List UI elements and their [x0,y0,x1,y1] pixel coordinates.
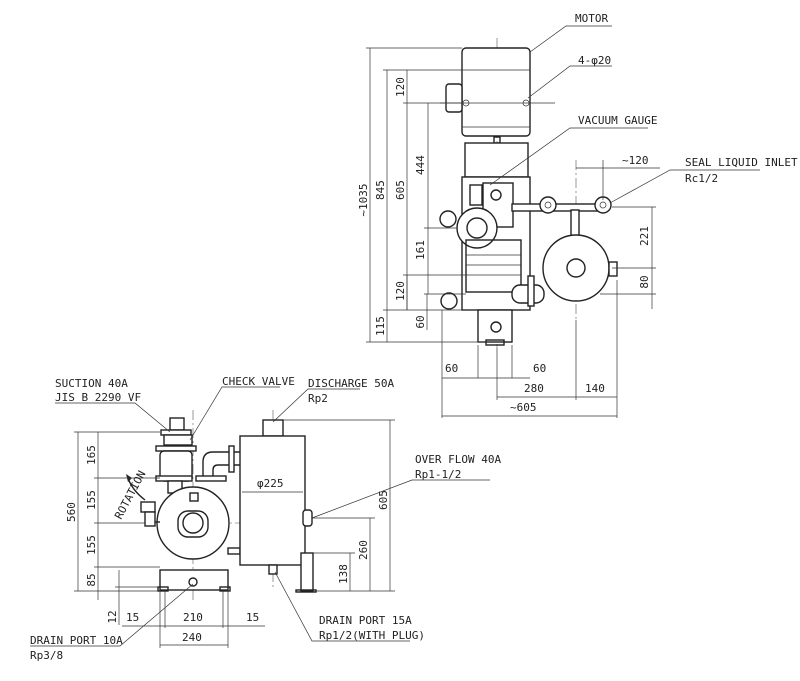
suction-flange [456,207,498,249]
dim-60-right: 60 [533,362,546,375]
suction-label: SUCTION 40A [55,377,128,390]
dim-140: 140 [585,382,605,395]
dim-240: 240 [182,631,202,644]
dim-210: 210 [183,611,203,624]
bolt-holes-label: 4-φ20 [578,54,611,67]
top-view: MOTOR 4-φ20 VACUUM GAUGE SEAL LIQUID INL… [357,12,800,418]
overflow-port [302,509,313,527]
motor-terminal-box [445,83,463,113]
overflow-label: OVER FLOW 40A [415,453,501,466]
suction-std-label: JIS B 2290 VF [55,391,141,404]
vacuum-gauge-label: VACUUM GAUGE [578,114,657,127]
separator-tank-top [542,234,610,302]
front-view: SUCTION 40A JIS B 2290 VF CHECK VALVE DI… [30,375,501,662]
seal-pipe [511,203,605,212]
seal-liquid-thread-label: Rc1/2 [685,172,718,185]
dim-80: 80 [638,275,651,288]
dim-diameter-225: φ225 [257,477,284,490]
top-view-dimensions: ~1035 845 605 444 161 120 120 115 60 221… [357,77,651,414]
tank-drain-plug [268,564,278,575]
motor-label: MOTOR [575,12,608,25]
dim-115: 115 [374,316,387,336]
tank-drain-thread-label: Rp1/2(WITH PLUG) [319,629,425,642]
separator-tank [239,435,306,566]
dim-155-lower: 155 [85,535,98,555]
dim-85: 85 [85,573,98,586]
seal-liquid-inlet-label: SEAL LIQUID INLET 15A [685,156,800,169]
dim-120-bottom: 120 [394,281,407,301]
vacuum-gauge [140,501,156,513]
dim-60-left: 60 [445,362,458,375]
drain-plug-icon [188,577,198,587]
dim-221: 221 [638,226,651,246]
bolt-hole-icon [522,99,530,107]
dim-12: 12 [106,610,119,623]
motor-body [461,47,531,137]
dim-260: 260 [357,540,370,560]
dim-15-right: 15 [246,611,259,624]
rotation-label: ROTATION [112,469,148,522]
tank-drain-label: DRAIN PORT 15A [319,614,412,627]
dim-60-vertical: 60 [414,315,427,328]
dim-155-upper: 155 [85,490,98,510]
dim-605-width: ~605 [510,401,537,414]
dim-444: 444 [414,155,427,175]
dim-overall-height: ~1035 [357,183,370,216]
dim-138: 138 [337,564,350,584]
discharge-nozzle [262,419,284,437]
dim-15-left: 15 [126,611,139,624]
pump-base [159,569,229,591]
pump-drain-label: DRAIN PORT 10A [30,634,123,647]
valve-icon [539,196,557,214]
dim-560: 560 [65,502,78,522]
pump-drain-thread-label: Rp3/8 [30,649,63,662]
dim-161: 161 [414,240,427,260]
check-valve-label: CHECK VALVE [222,375,295,388]
pump-casing [156,486,230,560]
discharge-thread-label: Rp2 [308,392,328,405]
dim-165: 165 [85,445,98,465]
dim-120-width: ~120 [622,154,649,167]
dim-280: 280 [524,382,544,395]
suction-nozzle [169,417,185,431]
dim-120-top: 120 [394,77,407,97]
dim-605-tank: 605 [377,490,390,510]
coupling-cover [464,142,529,178]
front-view-dimensions: 560 165 155 155 85 12 15 210 15 240 φ225… [65,445,390,644]
pump-foot [477,309,513,343]
discharge-label: DISCHARGE 50A [308,377,394,390]
bolt-hole-icon [462,99,470,107]
overflow-thread-label: Rp1-1/2 [415,468,461,481]
dim-845: 845 [374,180,387,200]
dim-605: 605 [394,180,407,200]
